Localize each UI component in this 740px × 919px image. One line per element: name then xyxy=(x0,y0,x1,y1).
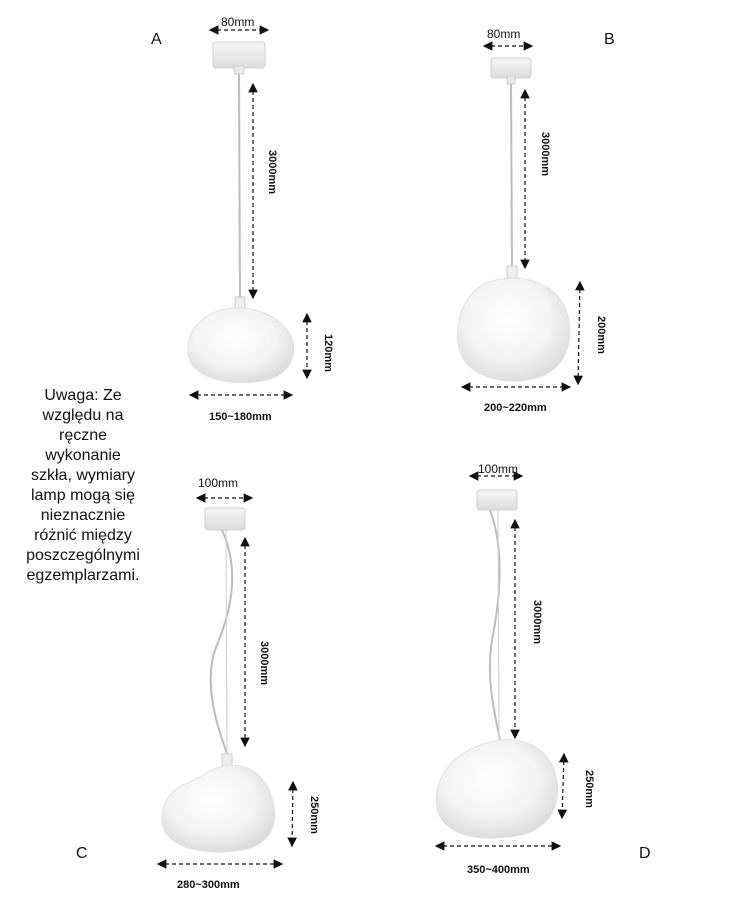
lamp-a-shade-width-label: 150~180mm xyxy=(209,411,272,423)
lamp-d-shade xyxy=(435,739,558,839)
lamp-a-shade-height-label: 120mm xyxy=(322,334,334,372)
lamp-c-shade xyxy=(161,764,276,853)
lamp-c xyxy=(156,493,298,869)
lamp-b xyxy=(457,41,585,392)
lamp-b-canopy-width-label: 80mm xyxy=(487,27,521,41)
lamp-d-letter: D xyxy=(639,845,651,862)
lamp-a-cable xyxy=(238,73,241,299)
lamp-b-cable-length-label: 3000mm xyxy=(539,132,551,177)
lamp-c-shade-height-label: 250mm xyxy=(308,796,320,834)
lamp-d-shade-height-label: 250mm xyxy=(583,770,595,808)
lamp-d-canopy xyxy=(476,489,518,511)
lamp-d-shade-width-label: 350~400mm xyxy=(467,864,530,876)
handmade-glass-note: Uwaga: Ze względu na ręczne wykonanie sz… xyxy=(26,387,140,584)
lamp-c-cable xyxy=(209,529,234,757)
lamp-a-letter: A xyxy=(151,31,162,48)
lamp-b-shade xyxy=(457,277,571,382)
lamp-c-letter: C xyxy=(76,845,88,862)
lamp-b-shade-height-label: 200mm xyxy=(595,316,607,354)
lamp-a-canopy-width-label: 80mm xyxy=(221,15,255,29)
lamp-a-cable-length-label: 3000mm xyxy=(266,150,278,195)
lamp-b-canopy xyxy=(490,57,532,79)
lamp-d-canopy-width-label: 100mm xyxy=(478,462,519,476)
lamp-b-shade-width-label: 200~220mm xyxy=(484,402,547,414)
lamp-a xyxy=(187,25,312,400)
lamp-a-shade xyxy=(187,307,295,384)
lamp-c-canopy xyxy=(204,507,246,531)
lamp-d xyxy=(434,471,569,851)
lamp-d-cable-length-label: 3000mm xyxy=(531,600,543,645)
lamp-b-cable xyxy=(510,83,513,269)
lamp-a-canopy xyxy=(212,41,266,69)
lamp-b-letter: B xyxy=(604,31,615,48)
lamp-c-cable-length-label: 3000mm xyxy=(258,641,270,686)
lamp-c-canopy-width-label: 100mm xyxy=(198,476,239,490)
lamp-c-shade-width-label: 280~300mm xyxy=(177,879,240,891)
